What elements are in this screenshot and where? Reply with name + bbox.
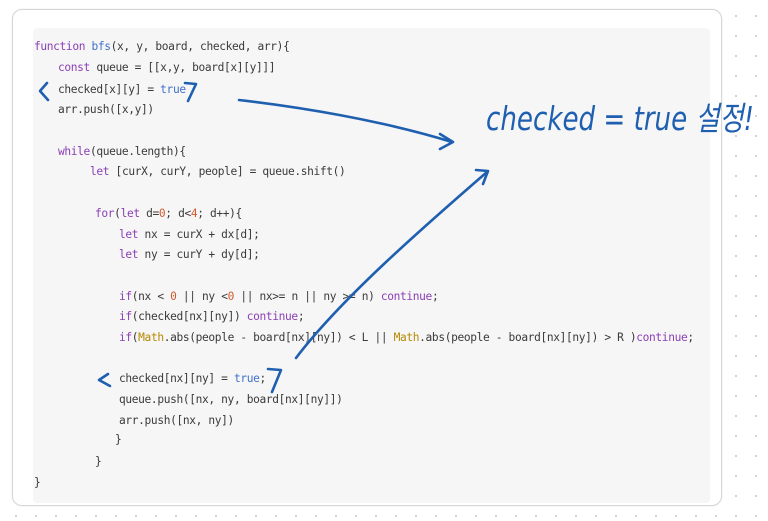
code-text: .abs(people - board[nx][ny]) < L || bbox=[163, 331, 394, 344]
keyword: if bbox=[119, 331, 132, 344]
keyword: function bbox=[34, 40, 86, 53]
keyword: continue bbox=[246, 310, 298, 323]
code-line-17: } bbox=[95, 455, 102, 469]
code-line-7: for(let d=0; d<4; d++){ bbox=[95, 207, 242, 221]
code-text: ; d++){ bbox=[197, 207, 242, 220]
code-line-8: let nx = curX + dx[d]; bbox=[119, 228, 260, 242]
code-text: ny = curY + dy[d]; bbox=[138, 248, 260, 261]
code-line-2: const queue = [[x,y, board[x][y]]] bbox=[58, 61, 275, 75]
keyword: let bbox=[119, 248, 139, 261]
code-text: || nx>= n || ny >= n) bbox=[233, 290, 381, 303]
code-line-3: checked[x][y] = true bbox=[58, 83, 186, 97]
code-text: checked[nx][ny] = bbox=[119, 372, 234, 385]
code-line-5: while(queue.length){ bbox=[58, 145, 186, 159]
boolean-literal: true bbox=[160, 83, 186, 96]
keyword: if bbox=[119, 310, 132, 323]
code-text: || ny < bbox=[176, 290, 228, 303]
code-text: arr.push([x,y]) bbox=[58, 103, 154, 116]
number-literal: 4 bbox=[190, 207, 198, 220]
code-text: } bbox=[115, 433, 122, 446]
code-text: .abs(people - board[nx][ny]) > R ) bbox=[419, 331, 637, 344]
keyword: let bbox=[119, 228, 139, 241]
keyword: let bbox=[90, 165, 110, 178]
boolean-literal: true bbox=[233, 372, 260, 385]
code-line-11: if(checked[nx][ny]) continue; bbox=[119, 310, 305, 324]
code-line-15: arr.push([nx, ny]) bbox=[119, 414, 234, 428]
keyword: continue bbox=[636, 331, 688, 344]
code-line-18: } bbox=[34, 476, 41, 490]
code-line-12: if(Math.abs(people - board[nx][ny]) < L … bbox=[119, 331, 694, 345]
math-object: Math bbox=[393, 331, 420, 344]
keyword: continue bbox=[380, 290, 432, 303]
code-line-13: checked[nx][ny] = true; bbox=[119, 372, 266, 386]
code-line-9: let ny = curY + dy[d]; bbox=[119, 248, 260, 262]
number-literal: 0 bbox=[170, 290, 177, 303]
code-text: (checked[nx][ny]) bbox=[131, 310, 247, 323]
keyword: while bbox=[58, 145, 90, 158]
code-line-14: queue.push([nx, ny, board[nx][ny]]) bbox=[119, 393, 343, 407]
keyword: if bbox=[119, 290, 132, 303]
code-line-10: if(nx < 0 || ny <0 || nx>= n || ny >= n)… bbox=[119, 290, 439, 304]
code-text: [curX, curY, people] = queue.shift() bbox=[109, 165, 346, 178]
code-text: ; bbox=[431, 290, 439, 303]
code-text: arr.push([nx, ny]) bbox=[119, 414, 234, 427]
keyword: let bbox=[120, 207, 141, 220]
code-text: nx = curX + dx[d]; bbox=[138, 228, 260, 241]
code-line-6: let [curX, curY, people] = queue.shift() bbox=[90, 165, 346, 179]
math-object: Math bbox=[138, 331, 164, 344]
code-block bbox=[33, 28, 710, 503]
code-text: (queue.length){ bbox=[89, 145, 186, 158]
keyword: for bbox=[95, 207, 115, 220]
code-text: ( bbox=[131, 331, 139, 344]
keyword: const bbox=[58, 61, 90, 74]
number-literal: 0 bbox=[158, 207, 166, 220]
code-text: ; bbox=[297, 310, 305, 323]
code-text: d= bbox=[139, 207, 159, 220]
code-text: (nx < bbox=[131, 290, 171, 303]
code-text: } bbox=[34, 476, 41, 489]
code-text: ; bbox=[259, 372, 267, 385]
code-text: queue.push([nx, ny, board[nx][ny]]) bbox=[119, 393, 343, 406]
code-text: ( bbox=[114, 207, 121, 220]
code-text: ; d< bbox=[165, 207, 191, 220]
code-line-1: function bfs(x, y, board, checked, arr){ bbox=[34, 40, 290, 54]
function-name: bfs bbox=[91, 40, 111, 53]
number-literal: 0 bbox=[227, 290, 235, 303]
code-text: } bbox=[95, 455, 102, 468]
code-line-16: } bbox=[115, 433, 122, 447]
code-text: (x, y, board, checked, arr){ bbox=[110, 40, 290, 53]
code-text: ; bbox=[687, 331, 694, 344]
code-line-4: arr.push([x,y]) bbox=[58, 103, 154, 117]
code-text: checked[x][y] = bbox=[58, 83, 161, 96]
code-text: queue = [[x,y, board[x][y]]] bbox=[89, 61, 276, 74]
